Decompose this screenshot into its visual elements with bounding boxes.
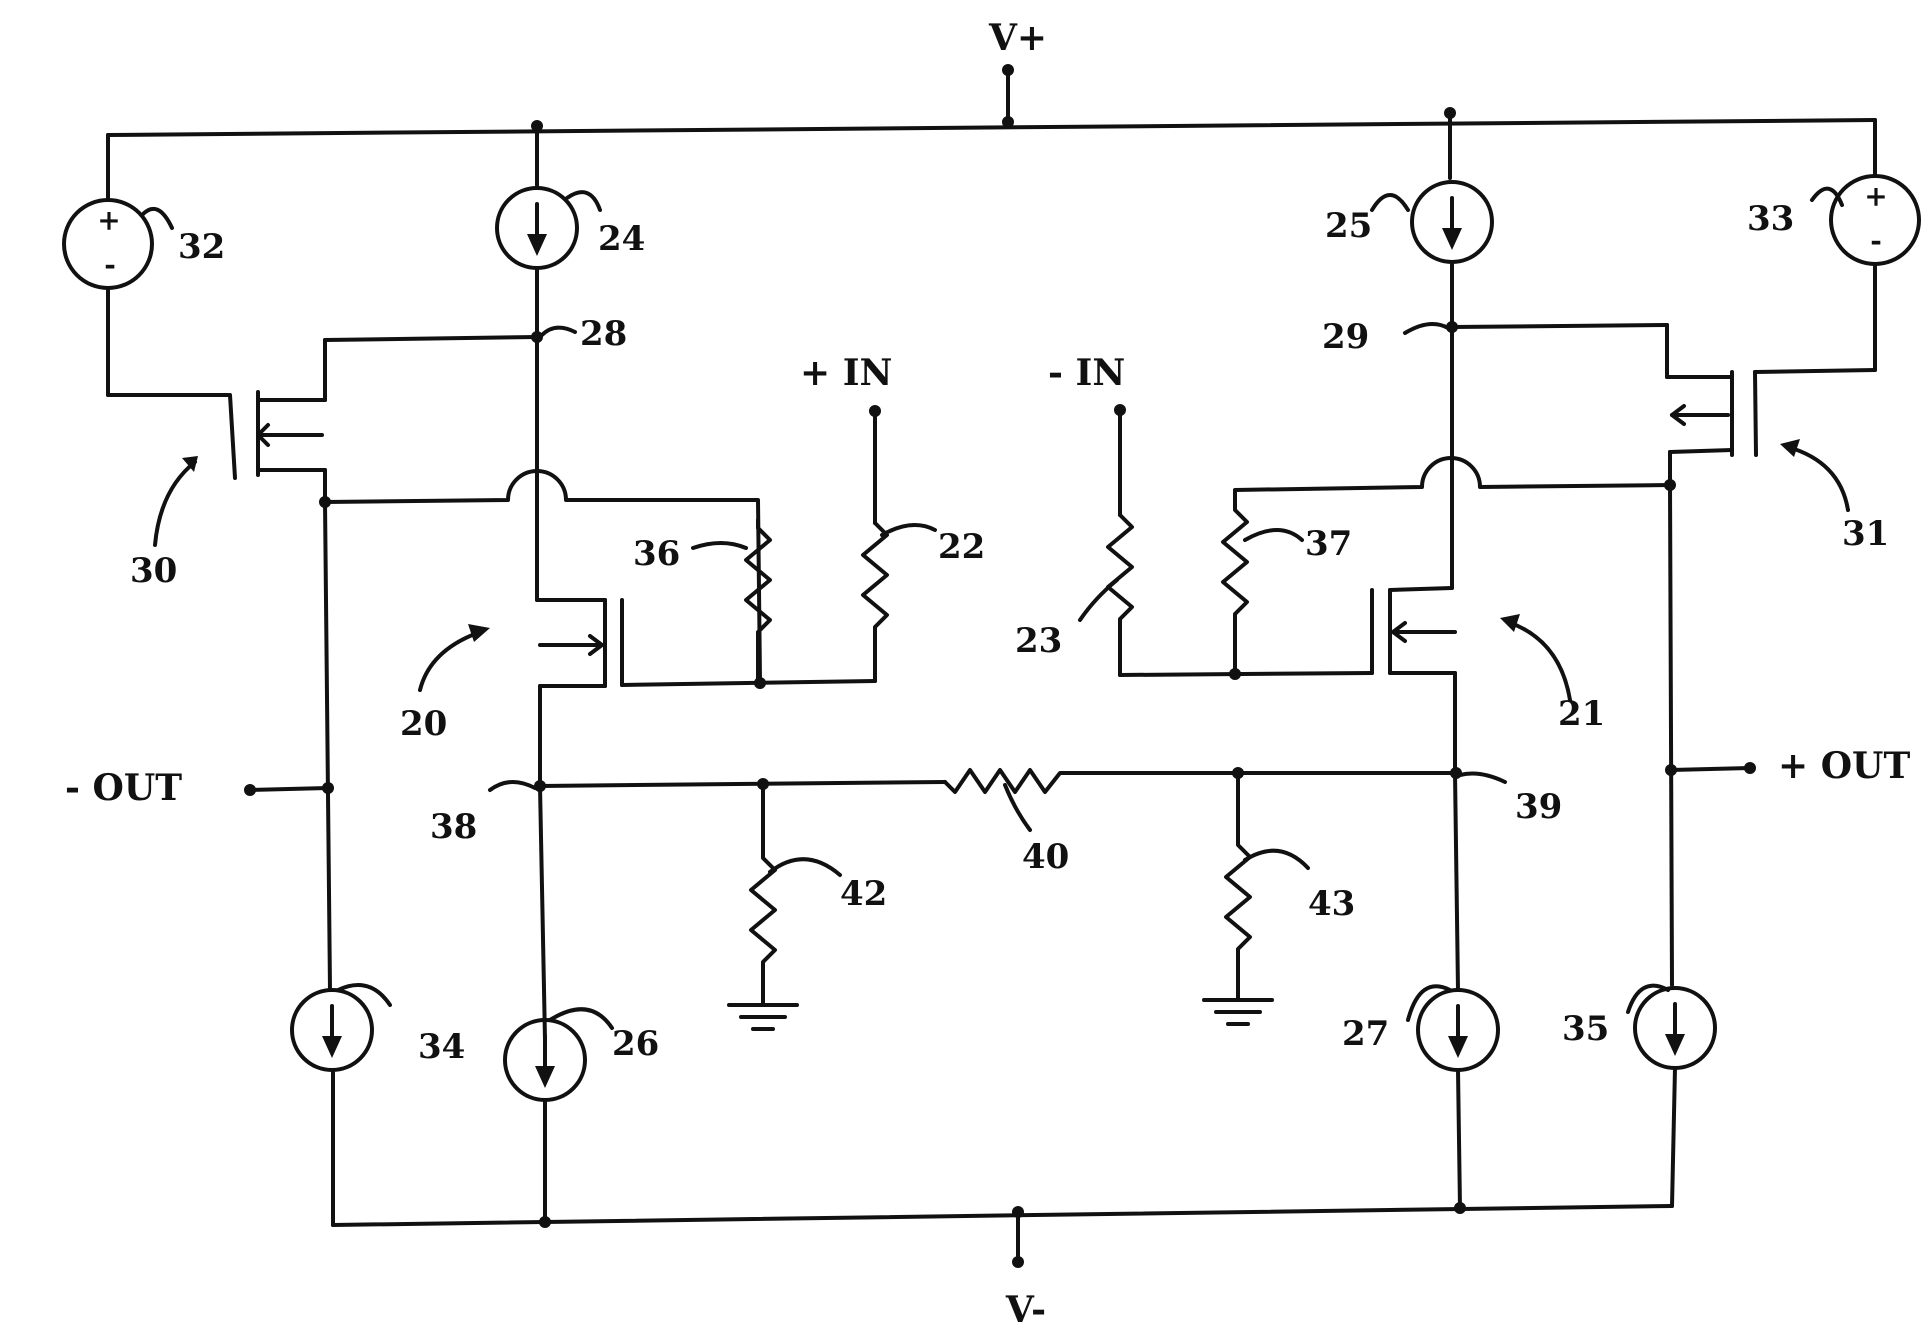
transistor-30 (228, 335, 539, 504)
callout-arrows (153, 439, 1850, 702)
left-output-column (244, 496, 374, 1227)
vplus-label: V+ (988, 17, 1047, 59)
vminus-label: V- (1005, 1289, 1046, 1331)
ref-26: 26 (612, 1024, 659, 1064)
ref-33: 33 (1747, 199, 1794, 239)
voltage-source-33 (1753, 118, 1921, 374)
ref-22: 22 (938, 527, 985, 567)
right-output-column (1633, 479, 1756, 1208)
ref-21: 21 (1558, 694, 1605, 734)
ref-40: 40 (1022, 837, 1069, 877)
minus-out-label: - OUT (65, 767, 182, 809)
node-38-wiring (503, 778, 947, 1224)
voltage-source-32 (62, 133, 230, 397)
vplus-rail (106, 64, 1877, 137)
current-source-24 (495, 124, 579, 480)
source-33-plus: + (1864, 180, 1887, 213)
minus-in-label: - IN (1048, 352, 1125, 394)
ref-31: 31 (1842, 514, 1889, 554)
right-crossover-wire (1233, 456, 1672, 502)
ref-24: 24 (598, 219, 645, 259)
resistor-22 (861, 405, 889, 683)
ref-27: 27 (1342, 1014, 1389, 1054)
ref-20: 20 (400, 704, 447, 744)
ref-43: 43 (1308, 884, 1355, 924)
plus-in-label: + IN (800, 352, 892, 394)
source-32-minus: - (104, 248, 116, 281)
ref-28: 28 (580, 314, 627, 354)
plus-out-label: + OUT (1778, 745, 1910, 787)
node-39-wiring (1232, 767, 1500, 1210)
transistor-31 (1450, 323, 1758, 487)
ref-29: 29 (1322, 317, 1369, 357)
resistor-23 (1106, 404, 1134, 677)
current-source-25 (1410, 111, 1494, 472)
ref-38: 38 (430, 807, 477, 847)
ref-25: 25 (1325, 206, 1372, 246)
resistor-43 (1202, 771, 1274, 1026)
source-33-minus: - (1870, 224, 1882, 257)
ref-42: 42 (840, 874, 887, 914)
transistor-21 (1118, 468, 1457, 775)
ref-35: 35 (1562, 1009, 1609, 1049)
ref-23: 23 (1015, 621, 1062, 661)
ref-36: 36 (633, 534, 680, 574)
resistor-40 (943, 768, 1462, 794)
ref-32: 32 (178, 227, 225, 267)
resistor-37 (1221, 498, 1249, 676)
leader-lines (140, 186, 1844, 1030)
left-crossover-wire (323, 469, 762, 682)
vminus-rail (331, 1202, 1674, 1268)
transistor-20 (535, 476, 877, 788)
source-32-plus: + (97, 204, 120, 237)
ref-37: 37 (1305, 524, 1352, 564)
resistor-42 (727, 782, 799, 1031)
ref-34: 34 (418, 1027, 465, 1067)
ref-39: 39 (1515, 787, 1562, 827)
resistor-36 (744, 518, 772, 685)
ref-30: 30 (130, 551, 177, 591)
